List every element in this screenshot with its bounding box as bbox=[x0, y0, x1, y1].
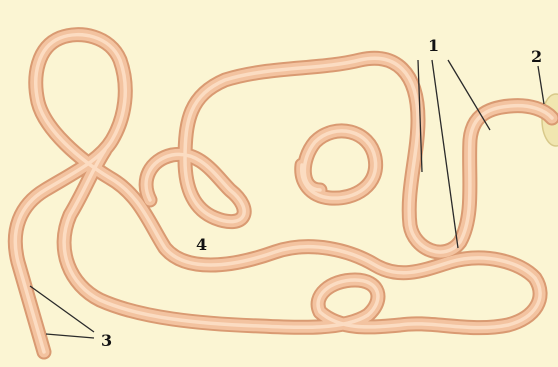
label-4: 4 bbox=[196, 235, 207, 254]
label-2: 2 bbox=[531, 47, 542, 66]
label-1: 1 bbox=[428, 36, 439, 55]
label-3: 3 bbox=[101, 331, 112, 350]
